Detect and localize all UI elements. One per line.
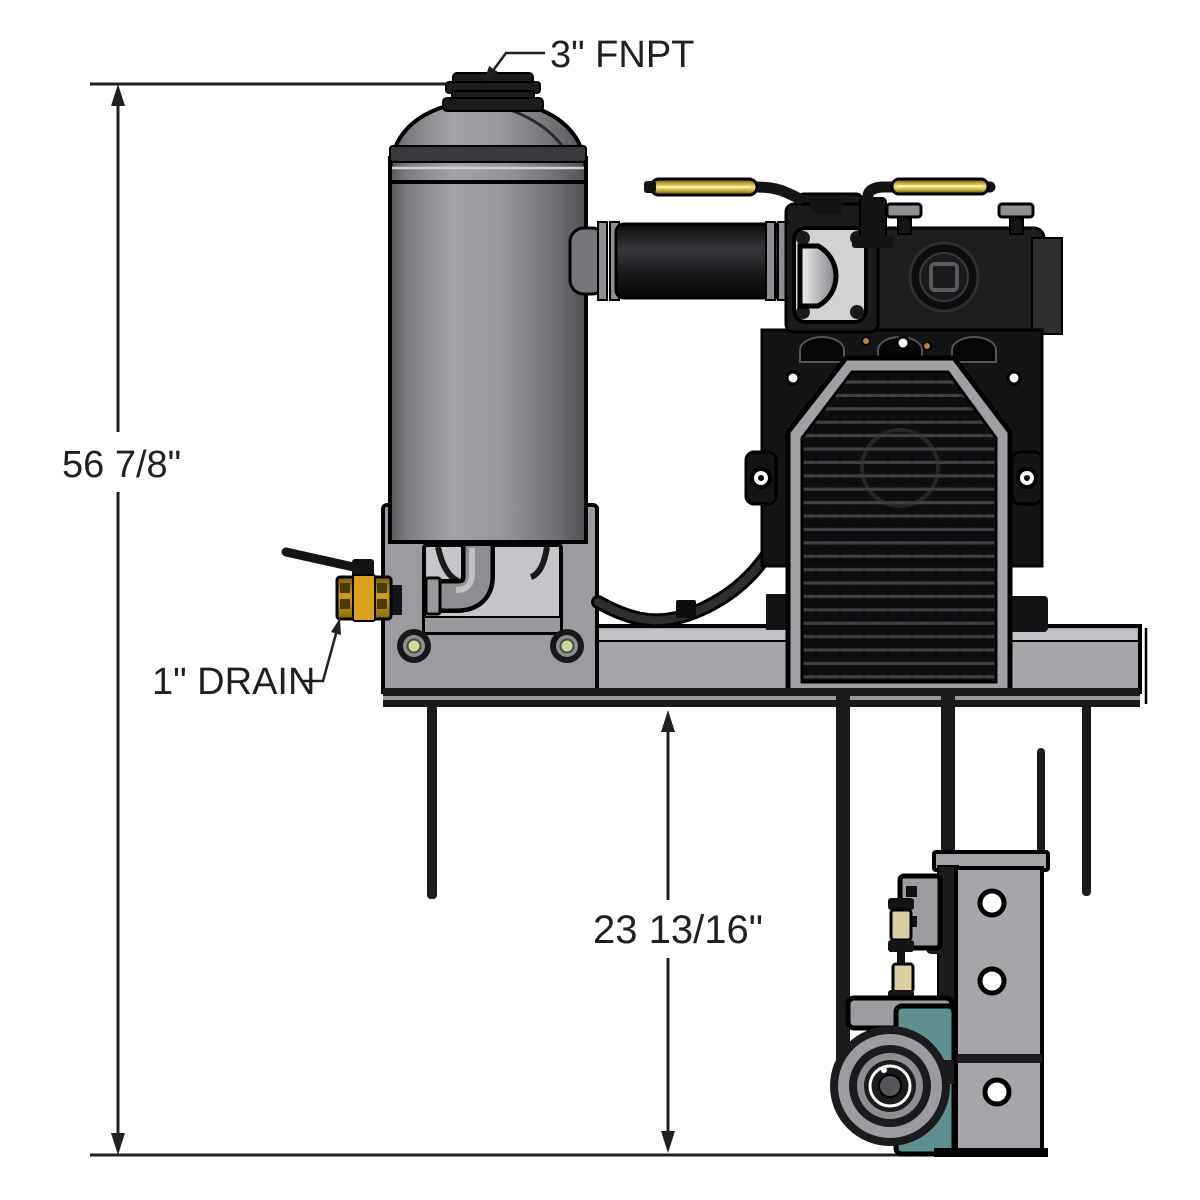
handle-rod [862,181,996,210]
belt-left-run [836,693,850,1088]
arrow-up-icon [111,84,125,106]
overall-height-dimension [90,82,1034,1157]
drain-valve-barrel [352,574,376,622]
base-to-ground-dimension [661,710,675,1153]
tank-top-flange-cap [442,72,544,112]
right-leg [1082,702,1091,896]
drain-valve-handle [281,547,363,573]
belt-right-run [941,693,955,873]
arrow-down-icon [111,1133,125,1155]
base-top-highlight [386,629,1137,640]
stand-bolt-right [550,629,584,663]
valve-elbow [797,243,839,309]
sight-port-boss [908,241,980,313]
mounting-ear-left [744,450,778,506]
drain-arrowhead-icon [331,618,341,635]
pump-foot-right [1008,596,1048,632]
base-bottom-band [383,688,1140,707]
plate-divider [956,1054,1042,1063]
left-leg [427,705,437,899]
suction-pipe [568,221,790,301]
fnpt-label: 3" FNPT [550,34,694,76]
tension-spring-lower [891,962,915,994]
tank-weld-band [389,145,587,163]
drain-label: 1" DRAIN [152,661,315,703]
belt-drive-assembly [830,693,1050,1157]
spring-rod [897,950,905,966]
grille-emblem [860,428,940,508]
base-to-ground-value: 23 13/16" [593,908,763,952]
drain-valve-ports [340,583,387,609]
handle-stem [808,198,846,214]
band-upper [383,688,1140,696]
arrow-down-icon [661,1131,675,1153]
drain-leader-line [303,629,339,683]
plate-holes [977,888,1012,1107]
handle-end-cap [644,181,656,193]
overall-height-value: 56 7/8" [62,444,181,486]
band-lower [383,700,1140,707]
cooling-grille [785,355,1013,697]
pipe-collar-1a [597,221,608,301]
head-plug-right [997,202,1035,235]
crankcase-bolts [785,335,1022,386]
interconnect-hose [591,527,787,628]
bracket-bolt [906,886,917,897]
mounting-ear-right [1010,450,1044,506]
drain-annotation: 1" DRAIN [152,618,341,703]
ball-valve-handle-left [644,177,846,214]
tensioner [888,873,943,1002]
head-right-block [1031,237,1063,335]
fnpt-annotation: 3" FNPT [484,34,694,82]
stand-window-ledge [423,616,562,634]
elbow-fitting [438,546,491,609]
spring-link [888,940,914,952]
mounting-legs [427,702,1091,899]
handle-stem-flange [852,236,894,248]
elbow-flange [424,576,442,616]
head-plug-left [885,202,923,235]
pipe-body [614,222,790,300]
drain-valve [281,547,402,622]
pipe-collar-2a [765,221,776,301]
pulley [830,1026,950,1146]
tension-spring-upper [889,908,913,942]
window-hose-right [529,546,550,580]
spring-top-nut [888,898,914,910]
arrow-up-icon [661,710,675,732]
elbow-fitting-highlight [455,548,475,593]
support-rod [1037,748,1045,872]
fnpt-arrowhead-icon [484,66,498,82]
grille-fins [800,370,998,684]
ball-valve-handle-right [852,177,996,248]
plate-bottom-edge [934,1148,1048,1157]
band-gray-line [383,696,1140,700]
vacuum-tank [388,72,588,544]
fnpt-leader-line [487,51,545,77]
hose-clamp [676,600,696,618]
stand-bolt-left [397,629,431,663]
tank-cylinder [388,156,588,544]
